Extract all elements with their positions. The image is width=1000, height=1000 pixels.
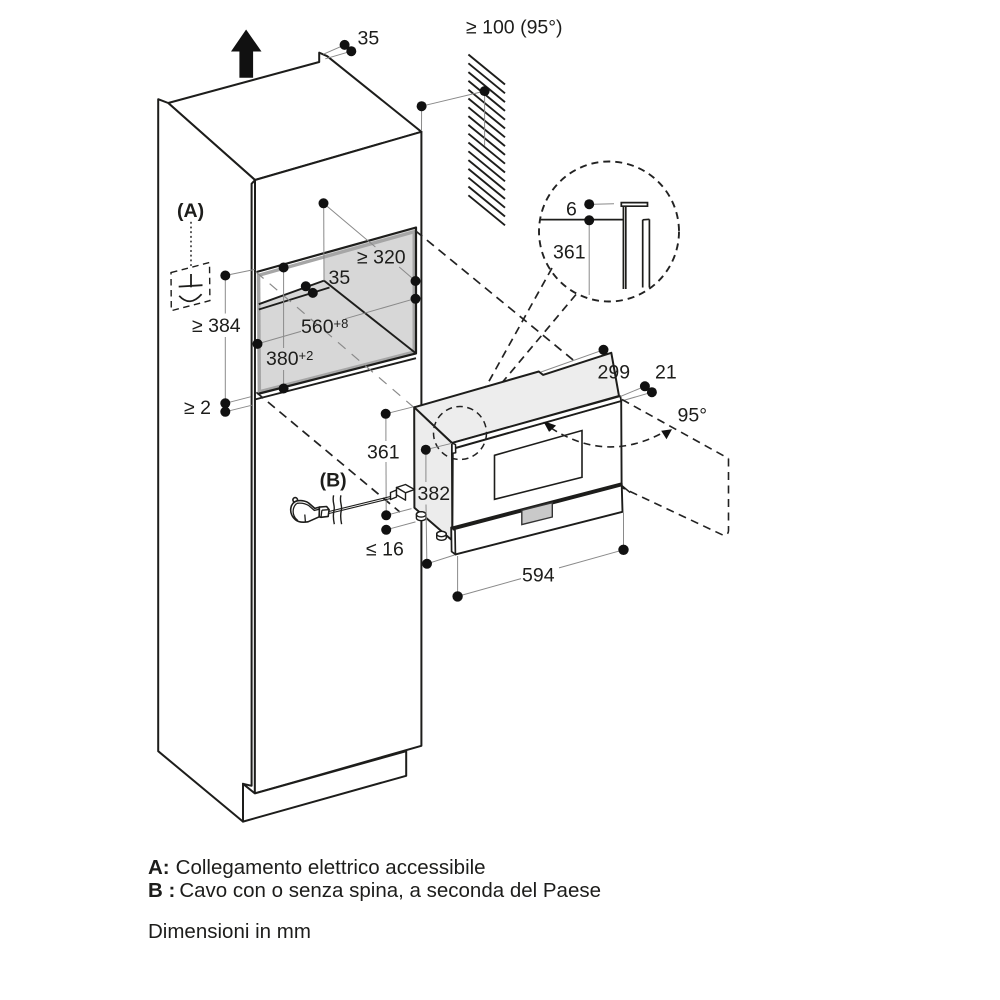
svg-text:A:Collegamento elettrico acces: A:Collegamento elettrico accessibile <box>148 856 486 879</box>
svg-text:(B): (B) <box>320 470 347 492</box>
svg-text:6: 6 <box>566 199 577 221</box>
svg-text:594: 594 <box>522 565 555 587</box>
svg-text:≤ 16: ≤ 16 <box>366 539 404 561</box>
svg-text:≥ 320: ≥ 320 <box>357 247 406 269</box>
svg-text:≥ 100 (95°): ≥ 100 (95°) <box>466 17 563 39</box>
svg-text:95°: 95° <box>678 405 708 427</box>
svg-text:361: 361 <box>553 242 586 264</box>
svg-text:35: 35 <box>329 267 351 289</box>
svg-text:Dimensioni in mm: Dimensioni in mm <box>148 920 311 943</box>
svg-text:≥ 384: ≥ 384 <box>192 315 241 337</box>
svg-text:382: 382 <box>418 483 451 505</box>
svg-text:≥ 2: ≥ 2 <box>184 397 211 419</box>
svg-text:(A): (A) <box>177 200 204 222</box>
svg-text:361: 361 <box>367 442 400 464</box>
svg-text:35: 35 <box>358 28 380 50</box>
svg-text:21: 21 <box>655 362 677 384</box>
svg-text:299: 299 <box>598 362 631 384</box>
svg-text:B :Cavo con o senza spina, a s: B :Cavo con o senza spina, a seconda del… <box>148 879 601 902</box>
